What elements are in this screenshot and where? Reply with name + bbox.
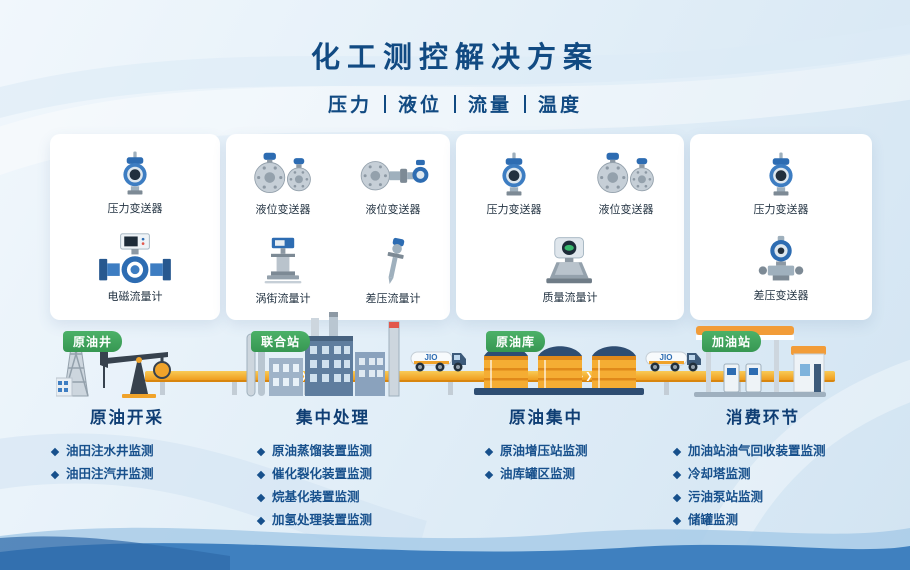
monitoring-item: 烷基化装置监测 <box>258 486 408 509</box>
stage-column-processing: 集中处理 原油蒸馏装置监测 催化裂化装置监测 烷基化装置监测 加氢处理装置监测 <box>258 404 408 532</box>
product-cards: 压力变送器 电磁流量计 液位变送器 液位变送器 涡街流量计 差压流量 <box>50 134 872 320</box>
card-depot-products: 压力变送器 液位变送器 质量流量计 <box>456 134 684 320</box>
subtitle-item: 流量 <box>468 95 513 116</box>
product: 质量流量计 <box>530 236 610 305</box>
monitoring-item: 原油蒸馏装置监测 <box>258 440 408 463</box>
monitoring-item: 污油泵站监测 <box>674 486 852 509</box>
product-label: 质量流量计 <box>542 292 598 304</box>
card-oil-well-products: 压力变送器 电磁流量计 <box>50 134 220 320</box>
divider <box>524 94 527 113</box>
product: 压力变送器 <box>485 151 543 217</box>
product-label: 液位变送器 <box>598 203 654 216</box>
product-label: 差压流量计 <box>365 292 421 305</box>
product: 液位变送器 <box>354 151 432 217</box>
stage-title: 集中处理 <box>296 409 370 427</box>
stage-title: 原油集中 <box>509 409 583 427</box>
product: 差压变送器 <box>748 235 814 303</box>
monitoring-list: 加油站油气回收装置监测 冷却塔监测 污油泵站监测 储罐监测 <box>674 440 852 532</box>
stage-title: 原油开采 <box>90 409 164 427</box>
monitoring-item: 油库罐区监测 <box>486 463 606 486</box>
monitoring-item: 冷却塔监测 <box>674 463 852 486</box>
monitoring-item: 加氢处理装置监测 <box>258 509 408 532</box>
stage-column-storage: 原油集中 原油增压站监测 油库罐区监测 <box>486 404 606 486</box>
oil-well-illustration <box>56 339 171 398</box>
product-label: 差压变送器 <box>753 289 809 302</box>
product: 电磁流量计 <box>97 232 173 304</box>
product-label: 压力变送器 <box>107 203 163 215</box>
product-label: 液位变送器 <box>255 203 311 216</box>
card-station-products: 液位变送器 液位变送器 涡街流量计 差压流量计 <box>226 134 450 320</box>
product-label: 压力变送器 <box>486 203 542 216</box>
subtitle: 压力 液位 流量 温度 <box>0 90 910 117</box>
stage-title: 消费环节 <box>726 409 800 427</box>
product: 液位变送器 <box>587 151 665 217</box>
monitoring-item: 催化裂化装置监测 <box>258 463 408 486</box>
monitoring-list: 原油增压站监测 油库罐区监测 <box>486 440 606 486</box>
product: 压力变送器 <box>752 151 810 217</box>
monitoring-item: 储罐监测 <box>674 509 852 532</box>
page-title: 化工测控解决方案 <box>310 42 599 74</box>
subtitle-item: 压力 <box>327 95 372 116</box>
header: 化工测控解决方案 压力 液位 流量 温度 <box>0 0 910 117</box>
stage-badge: 联合站 <box>251 331 311 352</box>
stage-badge: 原油库 <box>486 331 546 352</box>
subtitle-item: 液位 <box>397 95 442 116</box>
stage-column-extraction: 原油开采 油田注水井监测 油田注汽井监测 <box>52 404 202 486</box>
product-label: 电磁流量计 <box>107 291 163 303</box>
monitoring-list: 原油蒸馏装置监测 催化裂化装置监测 烷基化装置监测 加氢处理装置监测 <box>258 440 408 532</box>
divider <box>383 94 386 113</box>
product-label: 涡街流量计 <box>255 292 311 305</box>
product-label: 液位变送器 <box>365 203 421 216</box>
product: 差压流量计 <box>365 236 421 306</box>
stage-badge: 原油井 <box>63 331 123 352</box>
product: 涡街流量计 <box>255 236 311 306</box>
monitoring-item: 原油增压站监测 <box>486 440 606 463</box>
monitoring-list: 油田注水井监测 油田注汽井监测 <box>52 440 202 486</box>
monitoring-item: 油田注汽井监测 <box>52 463 202 486</box>
product: 压力变送器 <box>106 150 164 216</box>
product: 液位变送器 <box>244 151 322 217</box>
card-gas-station-products: 压力变送器 差压变送器 <box>690 134 872 320</box>
monitoring-item: 加油站油气回收装置监测 <box>674 440 852 463</box>
product-label: 压力变送器 <box>753 204 809 217</box>
monitoring-item: 油田注水井监测 <box>52 440 202 463</box>
subtitle-item: 温度 <box>538 95 583 116</box>
stage-badge: 加油站 <box>702 331 762 352</box>
stage-column-consumption: 消费环节 加油站油气回收装置监测 冷却塔监测 污油泵站监测 储罐监测 <box>674 404 852 532</box>
divider <box>454 94 456 113</box>
